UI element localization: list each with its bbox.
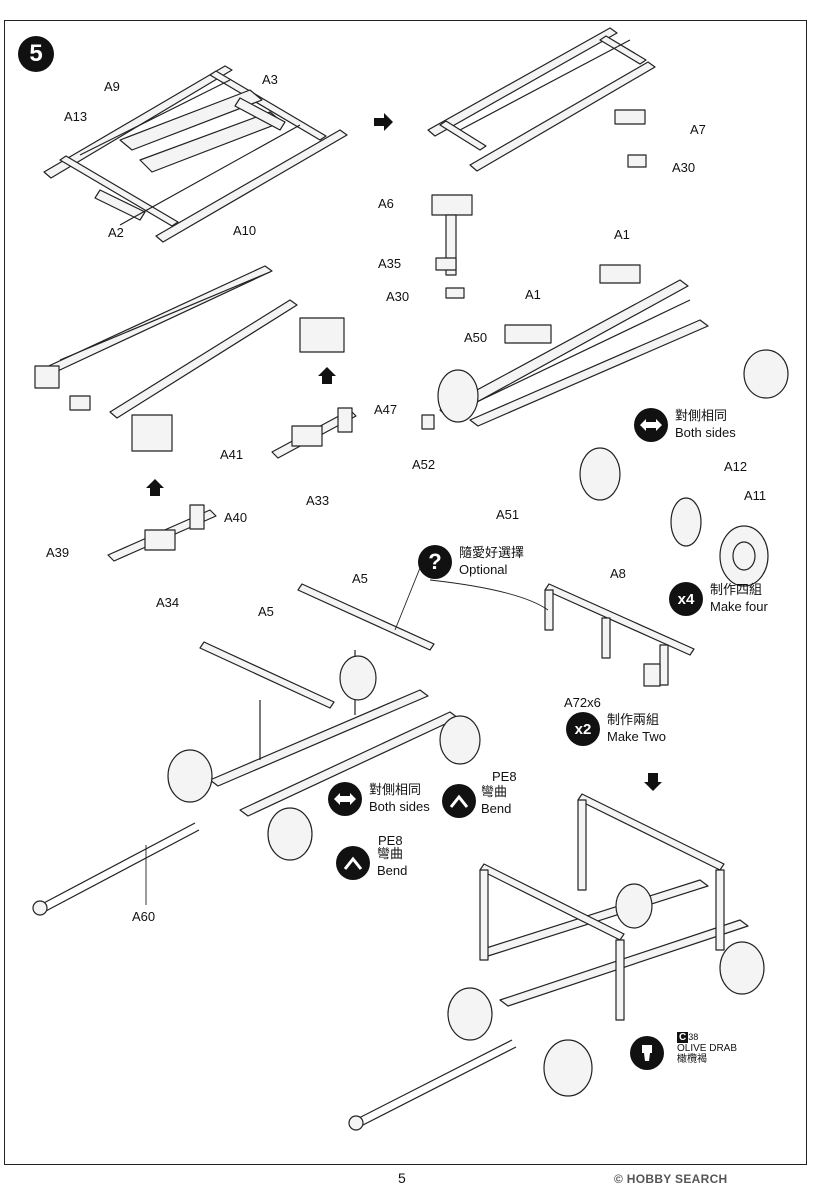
part-label-a5-top: A5 <box>352 571 368 586</box>
paint-code-number: 38 <box>688 1032 699 1042</box>
callout-make-two: x2 制作兩組 Make Two <box>566 712 666 746</box>
part-label-a11: A11 <box>744 488 767 503</box>
callout-both-sides-cn: 對側相同 <box>369 783 422 798</box>
bend-icon <box>336 846 370 880</box>
multiplier-badge: x2 <box>566 712 600 746</box>
callout-optional-en: Optional <box>459 562 508 577</box>
paint-code-letter: C <box>677 1032 689 1043</box>
page-number: 5 <box>398 1170 406 1186</box>
suspension-drawing-a41 <box>271 407 357 459</box>
part-label-pe8-top: PE8 <box>492 769 517 784</box>
callout-bend-en: Bend <box>377 863 408 878</box>
callout-make-four-cn: 制作四組 <box>710 583 763 598</box>
callout-both-sides-en: Both sides <box>675 425 736 440</box>
part-label-a33: A33 <box>306 493 330 508</box>
flow-arrow-icon <box>318 367 336 384</box>
callout-bend-cn: 彎曲 <box>377 847 404 862</box>
rack-drawing-a8 <box>544 583 695 687</box>
flow-arrows <box>146 113 662 791</box>
callout-both-sides-cn: 對側相同 <box>675 409 728 424</box>
part-label-a52: A52 <box>412 457 436 472</box>
frame-drawing-top-left <box>43 65 348 243</box>
callout-bend-cn: 彎曲 <box>481 785 508 800</box>
part-label-a12: A12 <box>724 459 748 474</box>
part-label-a34: A34 <box>156 595 180 610</box>
double-arrow-icon <box>328 782 362 816</box>
callout-optional: ? 隨愛好選擇 Optional <box>418 545 524 579</box>
frame-drawing-top-right <box>427 27 656 299</box>
flow-arrow-icon <box>146 479 164 496</box>
part-label-a30-top: A30 <box>672 160 696 175</box>
trailer-drawing-final <box>348 793 765 1131</box>
part-label-a9: A9 <box>104 79 120 94</box>
part-label-a60: A60 <box>132 909 156 924</box>
manual-page-frame <box>4 20 807 1165</box>
callout-make-two-cn: 制作兩組 <box>607 713 660 728</box>
double-arrow-icon <box>634 408 668 442</box>
part-label-a3: A3 <box>262 72 278 87</box>
part-label-pe8: PE8 <box>378 833 403 848</box>
paint-callout <box>630 1036 664 1070</box>
part-label-a72x6: A72x6 <box>564 695 601 710</box>
frame-drawing-mid-left <box>34 265 345 452</box>
part-label-a39: A39 <box>46 545 70 560</box>
callout-bend-en: Bend <box>481 801 512 816</box>
callout-both-sides-en: Both sides <box>369 799 430 814</box>
callout-optional-cn: 隨愛好選擇 <box>459 546 525 561</box>
watermark-logo: © HOBBY SEARCH <box>614 1172 728 1186</box>
leader-lines <box>145 562 549 905</box>
suspension-drawing-a39 <box>107 504 217 562</box>
part-label-a1-top: A1 <box>614 227 630 242</box>
part-label-a35: A35 <box>378 256 402 271</box>
part-label-a7: A7 <box>690 122 706 137</box>
callout-make-four: x4 制作四組 Make four <box>669 582 768 616</box>
part-label-a2: A2 <box>108 225 124 240</box>
callout-both-sides-mid: 對側相同 Both sides <box>328 782 430 816</box>
part-label-a1: A1 <box>525 287 541 302</box>
callout-make-four-en: Make four <box>710 599 768 614</box>
callout-bend-top: 彎曲 Bend <box>442 784 511 818</box>
part-label-a40: A40 <box>224 510 248 525</box>
step-number-badge: 5 <box>18 36 54 72</box>
callout-bend-bottom: 彎曲 Bend <box>336 846 407 880</box>
paint-name: OLIVE DRAB <box>677 1043 738 1054</box>
part-label-a47: A47 <box>374 402 398 417</box>
flow-arrow-icon <box>644 773 662 791</box>
part-label-a6: A6 <box>378 196 394 211</box>
part-label-a30: A30 <box>386 289 410 304</box>
part-label-a51: A51 <box>496 507 520 522</box>
multiplier-badge: x4 <box>669 582 703 616</box>
bend-icon <box>442 784 476 818</box>
question-icon: ? <box>418 545 452 579</box>
trailer-drawing-mid <box>32 583 481 916</box>
callout-both-sides-right: 對側相同 Both sides <box>634 408 736 442</box>
part-label-a13: A13 <box>64 109 88 124</box>
part-label-a5: A5 <box>258 604 274 619</box>
part-label-a41: A41 <box>220 447 244 462</box>
flow-arrow-icon <box>374 113 393 131</box>
part-label-a8: A8 <box>610 566 626 581</box>
wheel-drawing-a11 <box>670 497 769 587</box>
part-label-a50: A50 <box>464 330 488 345</box>
callout-make-two-en: Make Two <box>607 729 667 744</box>
paint-name-cn: 橄欖褐 <box>677 1054 707 1065</box>
part-label-a10: A10 <box>233 223 257 238</box>
chassis-drawing-right <box>421 264 789 501</box>
paint-brush-icon <box>630 1036 664 1070</box>
